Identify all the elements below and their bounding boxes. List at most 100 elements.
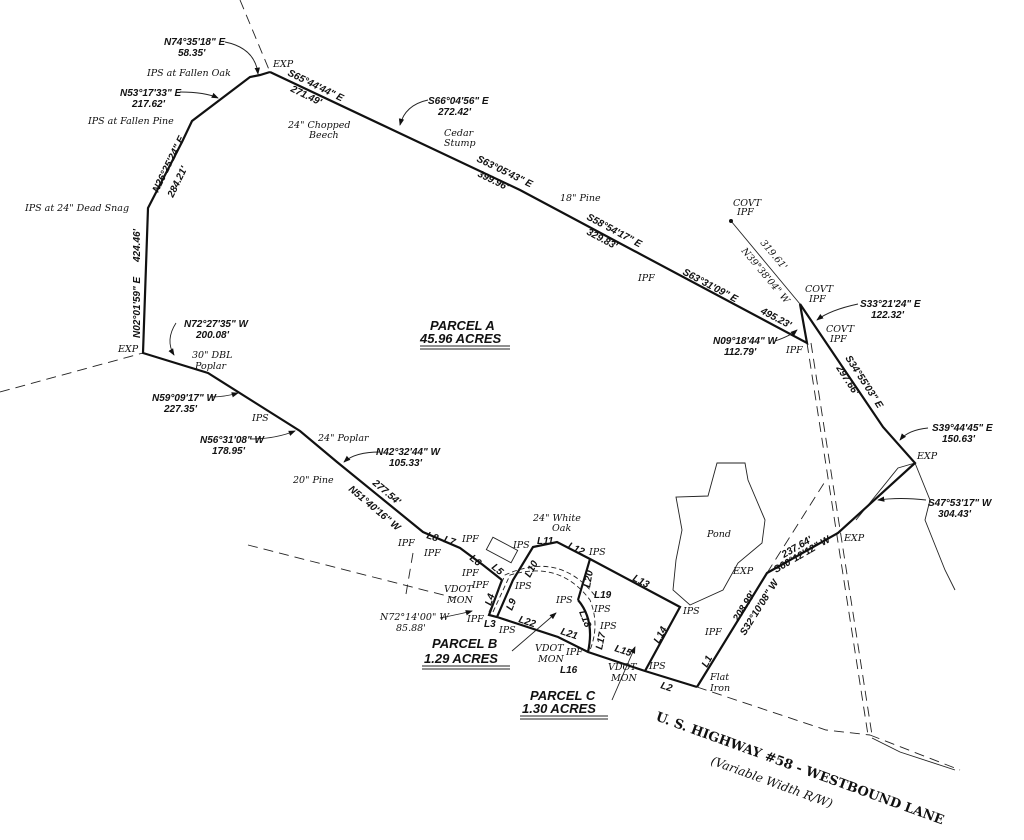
tree-label: 30" DBL xyxy=(192,350,232,361)
monument-label: IPF xyxy=(736,207,754,218)
monument-label: IPF xyxy=(704,627,722,638)
monument-label: IPS at 24" Dead Snag xyxy=(24,203,129,214)
monument-label: IPS xyxy=(682,606,700,617)
bearing-labels: N74°35'18" E 58.35' N53°17'33" E 217.62'… xyxy=(120,37,993,638)
monument-label: IPS xyxy=(648,661,666,672)
line-label: L21 xyxy=(559,626,579,642)
line-label: L9 xyxy=(505,597,520,612)
pond-label: Pond xyxy=(706,529,731,540)
monument-label: IPS xyxy=(251,413,269,424)
monument-label: IPF xyxy=(808,294,826,305)
line-label: L10 xyxy=(523,559,541,580)
bearing: N39°38'04" W xyxy=(738,245,792,307)
monument-label: IPF xyxy=(466,614,484,625)
monument-label: EXP xyxy=(117,344,139,355)
tree-label: 20" Pine xyxy=(292,475,334,486)
bearing: N72°14'00" W xyxy=(379,612,450,623)
tree-label: Stump xyxy=(444,138,476,149)
distance: 58.35' xyxy=(178,48,206,59)
monument-label: EXP xyxy=(732,566,754,577)
svg-text:PARCEL B: PARCEL B xyxy=(432,636,497,651)
line-label: L11 xyxy=(537,536,554,547)
bearing: N42°32'44" W xyxy=(376,447,441,458)
monument-label: IPF xyxy=(423,548,441,559)
leader-arrows xyxy=(168,41,929,701)
svg-text:PARCEL A: PARCEL A xyxy=(430,318,495,333)
monument-label: EXP xyxy=(916,451,938,462)
distance: 200.08' xyxy=(195,330,230,341)
distance: 424.46' xyxy=(132,228,143,263)
distance: 105.33' xyxy=(389,458,423,469)
monument-label: VDOT xyxy=(444,584,473,595)
tree-label: 18" Pine xyxy=(560,193,601,204)
monument-label: COVT xyxy=(826,324,855,335)
tree-label: 24" Poplar xyxy=(317,433,370,444)
line-label: L8 xyxy=(425,530,440,544)
monument-label: IPS at Fallen Oak xyxy=(146,68,231,79)
monument-label: IPF xyxy=(461,568,479,579)
monument-label: Iron xyxy=(709,683,730,694)
monument-label: IPF xyxy=(397,538,415,549)
tree-label: 24" White xyxy=(532,513,581,524)
line-label: L4 xyxy=(483,592,497,607)
monument-label: IPS xyxy=(555,595,573,606)
line-label: L5 xyxy=(489,562,505,578)
bearing: S39°44'45" E xyxy=(932,423,993,434)
parcel-a-boundary xyxy=(141,70,917,689)
monument-label: COVT xyxy=(733,198,762,209)
monument-label: EXP xyxy=(272,59,294,70)
monument-label: MON xyxy=(537,654,565,665)
line-label: L17 xyxy=(594,631,608,651)
line-label: L19 xyxy=(594,590,612,601)
line-label: L3 xyxy=(484,619,496,630)
building xyxy=(485,536,519,564)
pond-outline xyxy=(672,462,766,606)
tree-label: 24" Chopped xyxy=(287,120,350,131)
svg-text:PARCEL C: PARCEL C xyxy=(530,688,596,703)
bearing: N59°09'17" W xyxy=(152,393,217,404)
monument-label: IPS xyxy=(514,581,532,592)
monument-label: IPF xyxy=(565,647,583,658)
bearing: S47°53'17" W xyxy=(928,498,993,509)
tree-label: Oak xyxy=(552,523,571,534)
tree-label: Beech xyxy=(308,130,339,141)
bearing: S63°31'09" E xyxy=(681,267,740,305)
line-label: L7 xyxy=(442,534,457,548)
distance: 272.42' xyxy=(437,107,472,118)
parcel-a-label: PARCEL A 45.96 ACRES xyxy=(419,318,510,350)
distance: 178.95' xyxy=(212,446,246,457)
tree-label: Poplar xyxy=(194,361,228,372)
parcel-b-label: PARCEL B 1.29 ACRES xyxy=(422,636,510,670)
svg-text:1.30 ACRES: 1.30 ACRES xyxy=(522,701,596,716)
monument-label: MON xyxy=(446,595,474,606)
line-label: L1 xyxy=(700,654,715,670)
bearing: N74°35'18" E xyxy=(164,37,225,48)
bearing: S33°21'24" E xyxy=(860,299,921,310)
monument-label: EXP xyxy=(843,533,865,544)
monument-label: COVT xyxy=(805,284,834,295)
distance: 150.63' xyxy=(942,434,976,445)
covt-ipf-point xyxy=(729,219,733,223)
line-label: L13 xyxy=(631,573,652,591)
line-label: L16 xyxy=(560,665,578,676)
monument-label: IPS xyxy=(512,540,530,551)
monument-label: IPF xyxy=(637,273,655,284)
svg-text:45.96 ACRES: 45.96 ACRES xyxy=(419,331,501,346)
monument-label: IPS xyxy=(593,604,611,615)
monument-label: IPF xyxy=(471,580,489,591)
monument-label: IPF xyxy=(461,534,479,545)
monument-label: Flat xyxy=(709,672,729,683)
bearing: N56°31'08" W xyxy=(200,435,265,446)
monument-label: VDOT xyxy=(535,643,564,654)
monument-label: IPS xyxy=(588,547,606,558)
line-label: L2 xyxy=(659,680,674,694)
monument-label: IPF xyxy=(785,345,803,356)
bearing: N53°17'33" E xyxy=(120,88,181,99)
line-label: L15 xyxy=(613,643,633,659)
line-label: L20 xyxy=(582,569,596,588)
monument-label: IPS xyxy=(498,625,516,636)
monument-label: VDOT xyxy=(608,662,637,673)
monument-label: IPF xyxy=(829,334,847,345)
svg-text:1.29 ACRES: 1.29 ACRES xyxy=(424,651,498,666)
